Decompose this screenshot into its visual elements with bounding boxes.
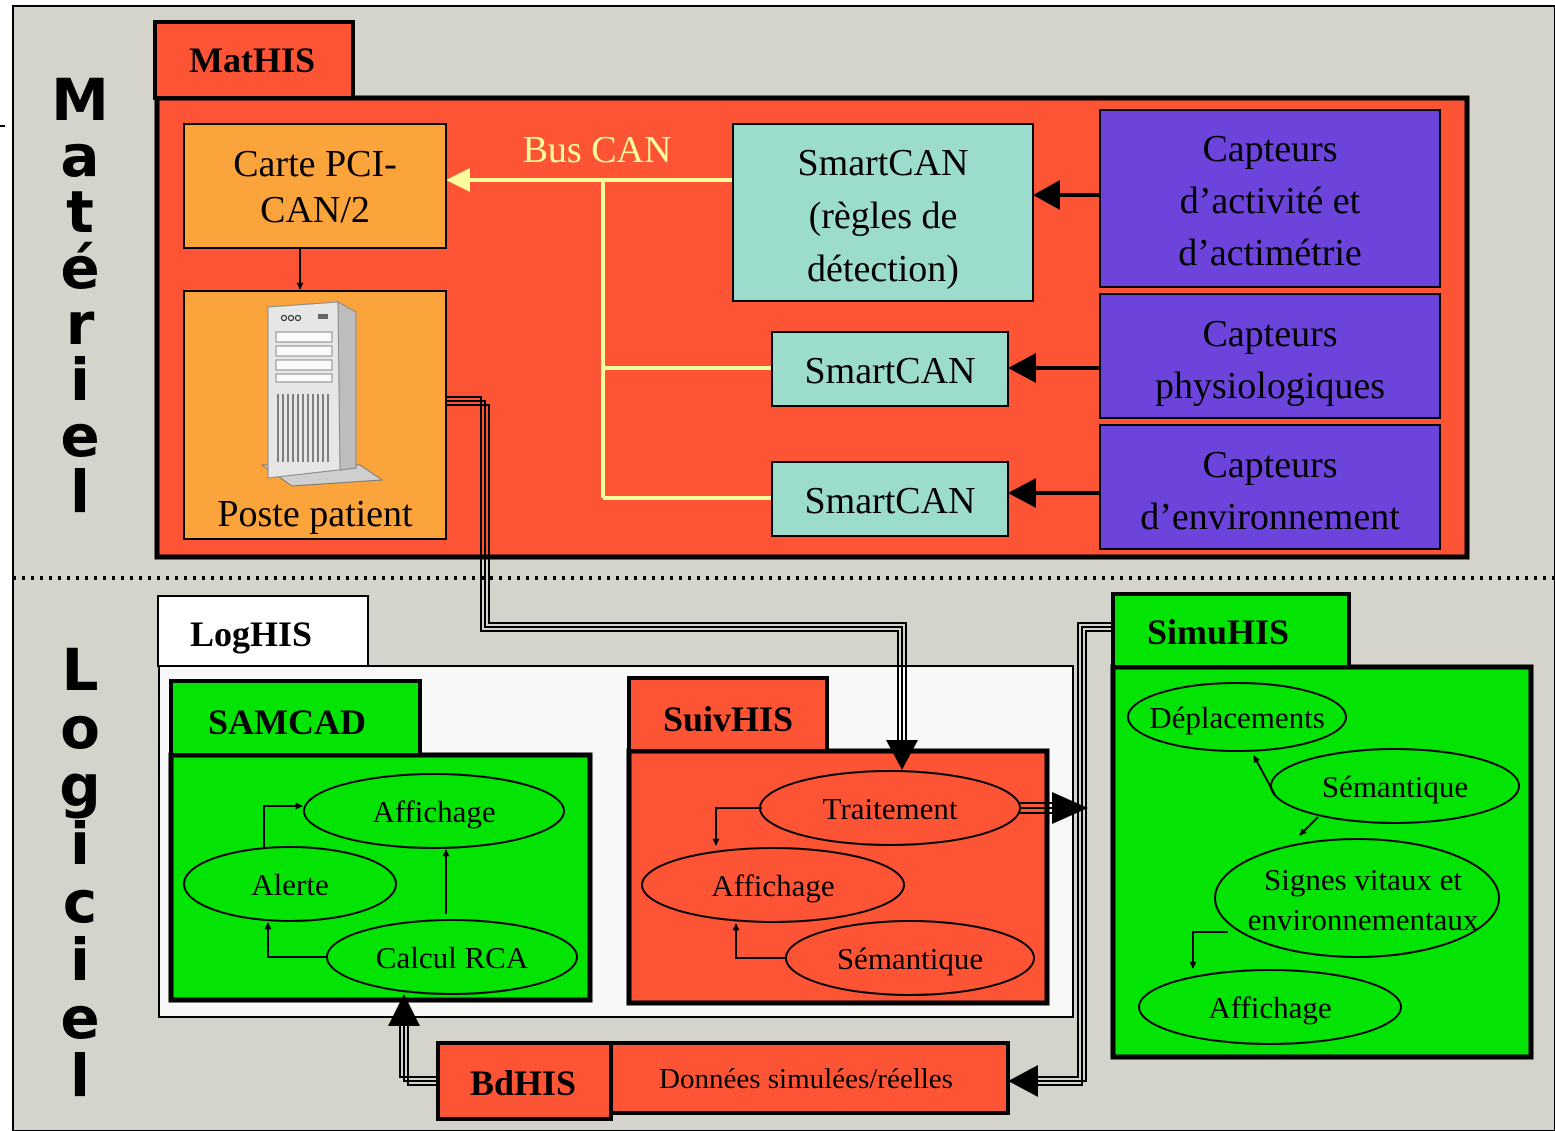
side-letter: e xyxy=(60,402,99,470)
samcad-title: SAMCAD xyxy=(208,702,366,742)
simuhis-deplacements-label: Déplacements xyxy=(1149,700,1325,735)
mathis-tab xyxy=(153,20,355,100)
side-letter: L xyxy=(62,636,99,704)
arrow-head-traitement xyxy=(886,740,918,770)
suivhis-arrows xyxy=(712,807,787,959)
side-letter: a xyxy=(60,122,99,190)
arrow-head-activity xyxy=(1033,180,1060,210)
simuhis-affichage-label: Affichage xyxy=(1208,990,1331,1025)
connector-simuhis-to-bdhis xyxy=(1036,622,1113,1086)
computer-tower-icon xyxy=(260,301,384,487)
simuhis-tab xyxy=(1111,592,1351,669)
samcad-alerte-node xyxy=(183,846,397,922)
suivhis-semantique-label: Sémantique xyxy=(837,941,983,976)
side-letter: o xyxy=(60,694,100,762)
bdhis-title: BdHIS xyxy=(470,1063,576,1103)
sensors-env-box xyxy=(1099,424,1441,550)
side-letter: i xyxy=(70,810,90,878)
side-letter: e xyxy=(60,984,99,1052)
bdhis-data-box xyxy=(609,1041,1010,1115)
sensor-arrows xyxy=(1036,193,1100,495)
simuhis-semantique-label: Sémantique xyxy=(1322,769,1468,804)
loghis-title: LogHIS xyxy=(190,614,312,654)
side-letter: r xyxy=(66,290,95,358)
connector-bdhis-to-samcad xyxy=(399,1020,438,1086)
pci-card-label: Carte PCI-CAN/2 xyxy=(233,143,397,231)
arrow-head-physio xyxy=(1008,353,1036,383)
smartcan-main-box xyxy=(732,123,1034,302)
bus-arrow-head xyxy=(446,168,470,192)
samcad-affichage-label: Affichage xyxy=(372,794,495,829)
arrow-head-simuhis xyxy=(1052,792,1088,824)
smartcan-2-box xyxy=(771,331,1009,407)
suivhis-tab xyxy=(627,676,829,753)
bus-can-lines xyxy=(466,178,772,500)
suivhis-traitement-label: Traitement xyxy=(823,791,958,826)
bdhis-data-label: Données simulées/réelles xyxy=(659,1063,953,1095)
samcad-affichage-node xyxy=(303,773,565,849)
bdhis-tab xyxy=(436,1041,613,1121)
pci-card-box xyxy=(183,123,447,249)
sensors-activity-box xyxy=(1099,109,1441,288)
sensors-physio-box xyxy=(1099,293,1441,419)
suivhis-affichage-node xyxy=(641,847,905,923)
patient-station-label: Poste patient xyxy=(217,493,413,535)
simuhis-signes-node xyxy=(1214,838,1500,958)
bus-can-label: Bus CAN xyxy=(523,129,672,171)
side-letter: é xyxy=(60,234,99,302)
side-letter: l xyxy=(70,1042,90,1110)
arrow-head-bdhis xyxy=(1008,1065,1038,1097)
side-letter: i xyxy=(70,926,90,994)
simuhis-affichage-node xyxy=(1138,969,1402,1045)
side-letter: l xyxy=(70,458,90,526)
connector-traitement-to-simuhis xyxy=(1020,802,1058,814)
suivhis-title: SuivHIS xyxy=(663,699,793,739)
side-letter: g xyxy=(59,752,101,820)
samcad-alerte-label: Alerte xyxy=(251,867,328,902)
arrow-head-env xyxy=(1008,478,1036,508)
smartcan-3-label: SmartCAN xyxy=(805,480,976,522)
mathis-title: MatHIS xyxy=(189,40,315,80)
side-letter: t xyxy=(66,178,94,246)
arrow-head-samcad xyxy=(388,994,420,1026)
simuhis-arrows xyxy=(1189,755,1319,969)
samcad-arrows xyxy=(263,802,450,958)
loghis-tab xyxy=(157,595,369,667)
simuhis-deplacements-node xyxy=(1127,682,1347,752)
samcad-calcul-label: Calcul RCA xyxy=(376,940,529,975)
simuhis-title: SimuHIS xyxy=(1147,612,1289,652)
side-letter: c xyxy=(63,868,97,936)
connector-poste-to-traitement xyxy=(446,396,907,756)
side-letter: M xyxy=(51,66,109,134)
side-letter: i xyxy=(70,346,90,414)
suivhis-affichage-label: Affichage xyxy=(711,868,834,903)
smartcan-2-label: SmartCAN xyxy=(805,350,976,392)
smartcan-3-box xyxy=(771,461,1009,537)
samcad-tab xyxy=(169,679,422,757)
